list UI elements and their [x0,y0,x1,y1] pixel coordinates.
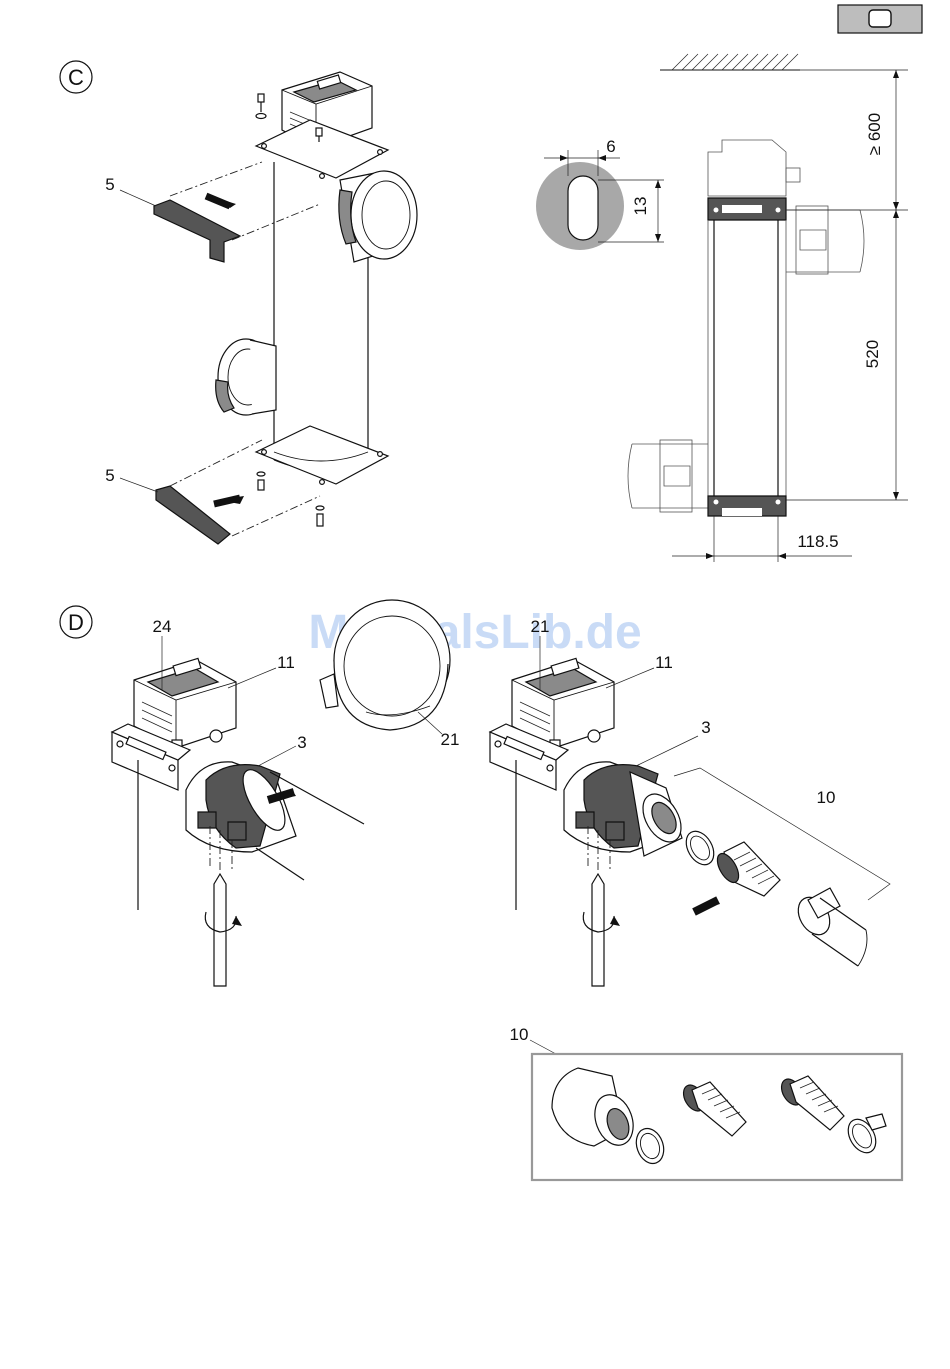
hole-spacing-dimension: 520 [863,340,882,368]
right-assembly: 21 11 3 10 [490,617,890,986]
bracket-label-bottom: 5 [105,466,114,485]
kit-detail: 10 [510,1025,902,1180]
side-view [628,140,864,516]
right-label-union: 3 [701,718,710,737]
screws-bottom [257,472,324,526]
left-assembly: 24 11 3 [112,617,364,986]
left-label-ring: 21 [441,730,460,749]
clearance-dimension: ≥ 600 [865,113,884,155]
corner-badge [838,5,922,33]
ceiling-hatch [660,54,800,70]
section-c: C [60,54,908,562]
left-label-housing: 11 [277,653,295,672]
upper-port [339,171,417,262]
wall-bracket-top: 5 [105,162,320,262]
rounded-square-icon [869,10,891,27]
left-label-union: 3 [297,733,306,752]
slot-height-dimension: 13 [631,197,650,216]
offset-dimension: 118.5 [797,532,838,551]
slot-width-dimension: 6 [606,137,615,156]
right-label-housing: 11 [655,653,673,672]
section-c-marker: C [68,65,84,90]
section-d-marker: D [68,610,84,635]
kit-detail-label: 10 [510,1025,529,1044]
right-label-unit: 21 [531,617,550,636]
lower-port [216,339,276,415]
bracket-label-top: 5 [105,175,114,194]
left-label-unit: 24 [153,617,172,636]
side-dimensions: ≥ 600 520 118.5 [672,70,908,562]
right-label-kit: 10 [817,788,836,807]
slot-detail: 6 13 [536,137,664,250]
